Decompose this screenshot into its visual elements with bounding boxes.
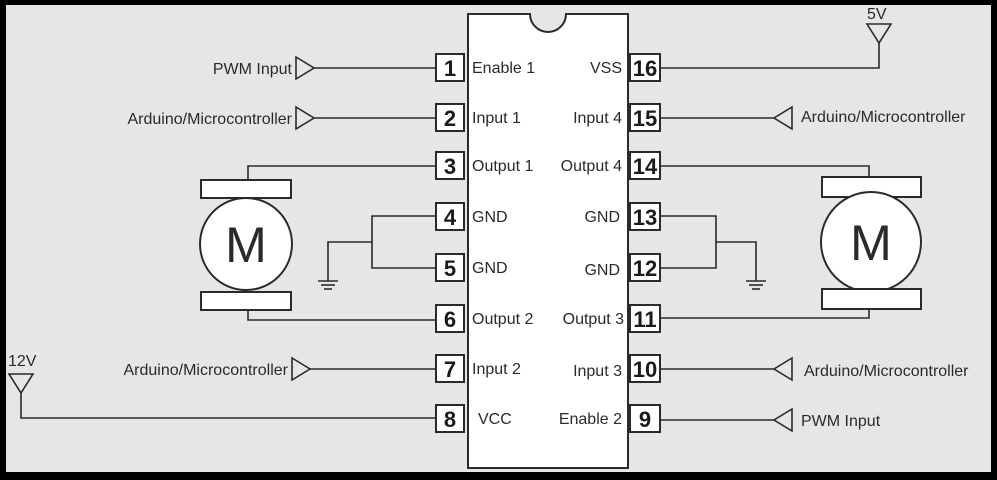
right-pin-9: 9 Enable 2	[559, 404, 661, 433]
left-pin-6: 6 Output 2	[435, 304, 533, 333]
pin-name: GND	[584, 262, 620, 279]
right-motor: M	[660, 165, 922, 319]
connection-label: Arduino/Microcontroller	[801, 109, 966, 126]
left-pin-5: 5 GND	[435, 253, 508, 282]
supply-arrow-icon	[7, 373, 35, 395]
supply-arrow-icon	[865, 23, 893, 45]
pin-number: 15	[633, 106, 657, 131]
left-pin-4: 4 GND	[435, 202, 508, 231]
pin-number: 8	[444, 407, 456, 432]
arduino-input-3-connection: Arduino/Microcontroller	[660, 356, 969, 382]
pin-name: Input 2	[472, 361, 521, 378]
pin-number: 6	[444, 307, 456, 332]
pin-name: Input 4	[573, 110, 622, 127]
ground-left	[318, 215, 436, 290]
supply-5v-connection: 5V	[660, 6, 893, 69]
ground-right	[660, 215, 766, 290]
pin-name: GND	[472, 260, 508, 277]
right-pin-14: 14 Output 4	[561, 151, 661, 180]
supply-12v-connection: 12V	[7, 353, 436, 419]
pwm-input-right-connection: PWM Input	[660, 407, 881, 433]
pin-name: Enable 2	[559, 411, 622, 428]
pwm-input-left-connection: PWM Input	[213, 55, 436, 81]
supply-label: 12V	[8, 353, 37, 370]
connection-label: Arduino/Microcontroller	[804, 363, 969, 380]
pin-name: Enable 1	[472, 60, 535, 77]
motor-bracket-bottom	[821, 288, 922, 310]
input-arrow-icon	[772, 407, 793, 433]
input-arrow-icon	[295, 105, 316, 131]
pin-number: 2	[444, 106, 456, 131]
pin-number: 4	[444, 205, 457, 230]
pin-name: GND	[472, 209, 508, 226]
left-pin-8: 8 VCC	[435, 404, 512, 433]
pin-number: 14	[633, 154, 658, 179]
pin-number: 7	[444, 357, 456, 382]
pin-name: Output 4	[561, 158, 622, 175]
connection-label: PWM Input	[801, 413, 881, 430]
pin-name: Output 1	[472, 158, 533, 175]
connection-label: PWM Input	[213, 61, 293, 78]
arduino-input-1-connection: Arduino/Microcontroller	[127, 105, 436, 131]
input-arrow-icon	[295, 55, 316, 81]
pin-number: 12	[633, 256, 657, 281]
motor-bracket-bottom	[200, 291, 292, 311]
left-pin-1: 1 Enable 1	[435, 53, 535, 82]
pin-number: 13	[633, 205, 657, 230]
motor-icon	[199, 197, 293, 291]
pin-name: Input 3	[573, 363, 622, 380]
input-arrow-icon	[772, 356, 793, 382]
right-pin-12: 12 GND	[584, 253, 661, 282]
pin-number: 16	[633, 56, 657, 81]
right-pin-11: 11 Output 3	[563, 304, 661, 333]
left-pin-3: 3 Output 1	[435, 151, 533, 180]
pin-name: Output 3	[563, 311, 624, 328]
pin-name: GND	[584, 209, 620, 226]
input-arrow-icon	[772, 105, 793, 131]
pin-name: Output 2	[472, 311, 533, 328]
connection-label: Arduino/Microcontroller	[127, 111, 292, 128]
pin-name: Input 1	[472, 110, 521, 127]
arduino-input-4-connection: Arduino/Microcontroller	[660, 105, 966, 131]
ic-chip-body	[467, 13, 629, 469]
left-motor: M	[199, 165, 436, 321]
pin-name: VCC	[478, 411, 512, 428]
arduino-input-2-connection: Arduino/Microcontroller	[123, 356, 436, 382]
pin-number: 1	[444, 56, 456, 81]
pin-number: 5	[444, 256, 456, 281]
motor-bracket-top	[200, 179, 292, 199]
connection-label: Arduino/Microcontroller	[123, 362, 288, 379]
pin-number: 3	[444, 154, 456, 179]
pin-name: VSS	[590, 60, 622, 77]
motor-label: M	[225, 217, 267, 273]
right-pin-16: 16 VSS	[590, 53, 661, 82]
pin-number: 9	[639, 407, 651, 432]
right-pin-10: 10 Input 3	[573, 354, 661, 383]
supply-label: 5V	[867, 6, 887, 23]
pin-number: 11	[633, 307, 656, 332]
pin-number: 10	[633, 357, 657, 382]
motor-label: M	[850, 215, 892, 271]
input-arrow-icon	[291, 356, 312, 382]
